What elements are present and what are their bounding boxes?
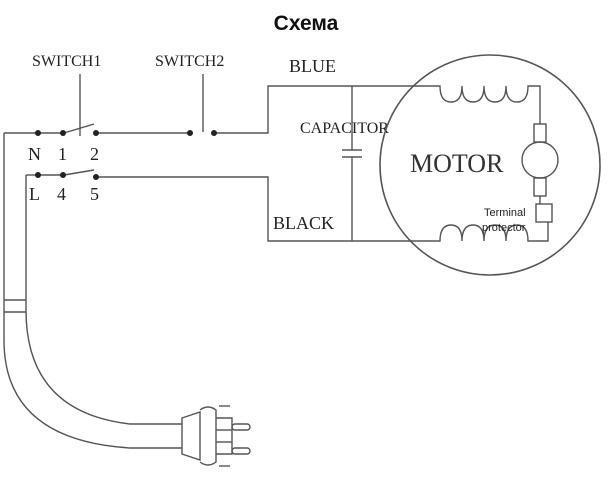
terminal-4-label: 4 — [57, 184, 66, 204]
black-wire-label: BLACK — [273, 213, 334, 233]
terminal-l-label: L — [29, 184, 40, 204]
neutral-conductor — [4, 85, 430, 134]
armature — [521, 141, 559, 179]
terminal-1-label: 1 — [58, 144, 67, 164]
blue-wire-label: BLUE — [289, 56, 336, 76]
switch2-label: SWITCH2 — [155, 53, 224, 70]
terminal-protector-label-line2: protector — [482, 222, 526, 234]
switch1-label: SWITCH1 — [32, 53, 101, 70]
bottom-winding — [430, 222, 549, 242]
power-cord — [3, 133, 182, 449]
terminal-n-label: N — [28, 144, 41, 164]
capacitor-label: CAPACITOR — [300, 120, 389, 137]
terminal-2-label: 2 — [90, 144, 99, 164]
motor-housing — [379, 54, 601, 276]
line-conductor — [38, 169, 430, 242]
terminal-5-label: 5 — [90, 184, 99, 204]
terminal-protector-label-line1: Terminal — [484, 207, 526, 219]
terminal-dots — [35, 130, 217, 180]
brush-bottom — [533, 177, 547, 197]
capacitor — [342, 86, 362, 241]
motor — [379, 54, 601, 276]
brush-top — [533, 123, 547, 143]
top-winding — [430, 85, 541, 124]
diagram-title: Схема — [274, 12, 339, 35]
motor-label: MOTOR — [410, 149, 504, 178]
plug — [181, 405, 251, 467]
terminal-protector — [535, 203, 553, 223]
